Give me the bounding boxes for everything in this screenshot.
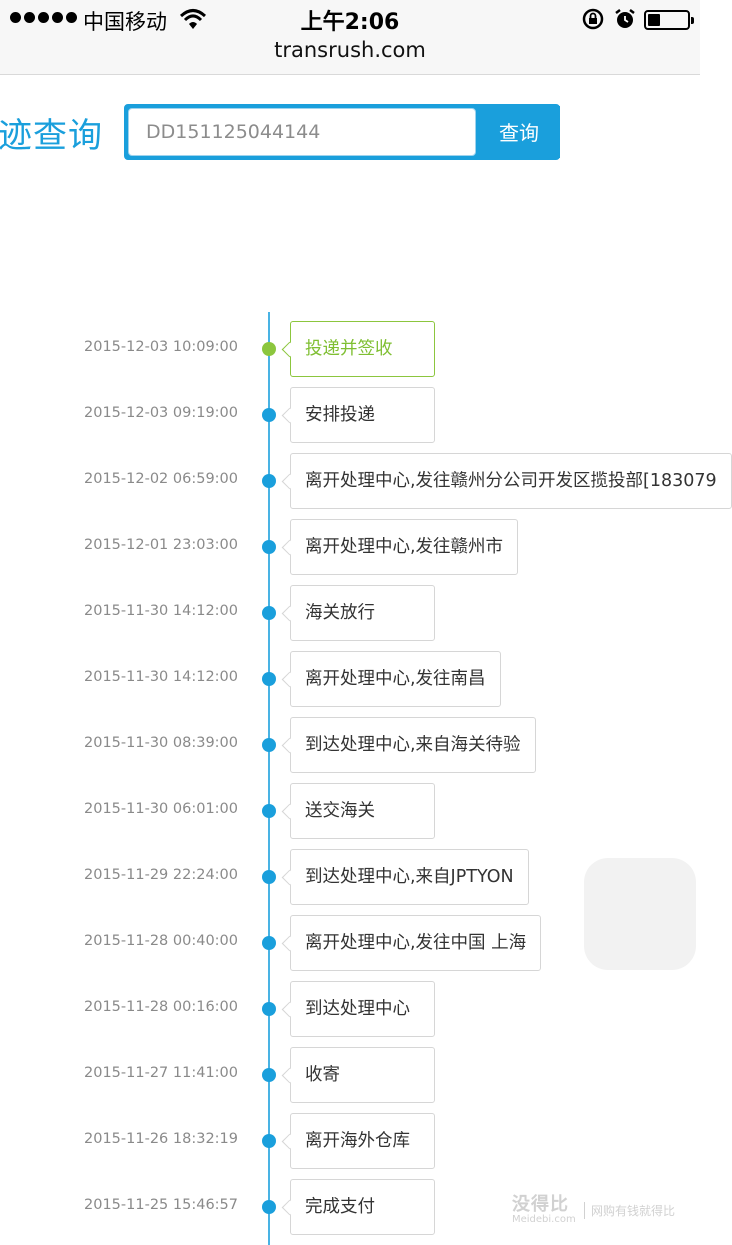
timeline-event-card: 海关放行 bbox=[290, 585, 435, 641]
timeline-item: 2015-11-28 00:40:00 离开处理中心,发往中国 上海 bbox=[0, 915, 700, 973]
timeline-event-card: 完成支付 bbox=[290, 1179, 435, 1235]
watermark-brand: 没得比 bbox=[512, 1194, 569, 1215]
timeline-timestamp: 2015-11-30 14:12:00 bbox=[84, 603, 238, 619]
timeline-event-card: 安排投递 bbox=[290, 387, 435, 443]
search-bar: 查询 bbox=[124, 104, 560, 160]
rotation-lock-icon bbox=[582, 8, 604, 30]
timeline-timestamp: 2015-12-02 06:59:00 bbox=[84, 471, 238, 487]
browser-chrome: 中国移动 上午2:06 transrush.com bbox=[0, 0, 700, 75]
timeline-event-card: 到达处理中心,来自海关待验 bbox=[290, 717, 536, 773]
timeline-timestamp: 2015-12-01 23:03:00 bbox=[84, 537, 238, 553]
timeline-dot-icon bbox=[262, 606, 276, 620]
watermark: 没得比 Meidebi.com 网购有钱就得比 bbox=[512, 1190, 675, 1225]
alarm-icon bbox=[615, 9, 635, 28]
timeline-item: 2015-11-25 15:46:57 完成支付 bbox=[0, 1179, 700, 1237]
timeline-dot-icon bbox=[262, 1134, 276, 1148]
timeline-item: 2015-11-27 11:41:00 收寄 bbox=[0, 1047, 700, 1105]
timeline-item: 2015-11-30 14:12:00 海关放行 bbox=[0, 585, 700, 643]
status-bar: 中国移动 上午2:06 bbox=[0, 0, 700, 38]
timeline-event-card: 离开处理中心,发往南昌 bbox=[290, 651, 501, 707]
timeline-line bbox=[268, 312, 270, 1245]
timeline-dot-icon bbox=[262, 1200, 276, 1214]
timeline-dot-icon bbox=[262, 672, 276, 686]
timeline-event-card: 投递并签收 bbox=[290, 321, 435, 377]
watermark-slogan: 网购有钱就得比 bbox=[584, 1202, 675, 1219]
timeline-item: 2015-12-03 10:09:00 投递并签收 bbox=[0, 321, 700, 379]
timeline-event-card: 收寄 bbox=[290, 1047, 435, 1103]
timeline-dot-icon bbox=[262, 1002, 276, 1016]
timeline-dot-icon bbox=[262, 408, 276, 422]
timeline-event-card: 离开处理中心,发往赣州市 bbox=[290, 519, 519, 575]
timeline-timestamp: 2015-12-03 10:09:00 bbox=[84, 339, 238, 355]
timeline-timestamp: 2015-11-25 15:46:57 bbox=[84, 1197, 238, 1213]
battery-icon bbox=[644, 10, 694, 30]
signal-strength-icon bbox=[10, 12, 77, 23]
timeline-event-card: 离开海外仓库 bbox=[290, 1113, 435, 1169]
timeline-timestamp: 2015-11-27 11:41:00 bbox=[84, 1065, 238, 1081]
timeline-event-card: 离开处理中心,发往中国 上海 bbox=[290, 915, 542, 971]
timeline-timestamp: 2015-11-26 18:32:19 bbox=[84, 1131, 238, 1147]
watermark-domain: Meidebi.com bbox=[512, 1214, 576, 1225]
search-button[interactable]: 查询 bbox=[478, 106, 560, 158]
timeline-timestamp: 2015-11-30 14:12:00 bbox=[84, 669, 238, 685]
timeline-item: 2015-11-28 00:16:00 到达处理中心 bbox=[0, 981, 700, 1039]
timeline-timestamp: 2015-11-28 00:40:00 bbox=[84, 933, 238, 949]
assistive-touch-button[interactable] bbox=[584, 858, 696, 970]
timeline-timestamp: 2015-11-30 08:39:00 bbox=[84, 735, 238, 751]
timeline-timestamp: 2015-11-28 00:16:00 bbox=[84, 999, 238, 1015]
timeline-event-card: 到达处理中心,来自JPTYON bbox=[290, 849, 529, 905]
timeline-timestamp: 2015-12-03 09:19:00 bbox=[84, 405, 238, 421]
timeline-dot-icon bbox=[262, 474, 276, 488]
timeline-dot-icon bbox=[262, 804, 276, 818]
timeline-timestamp: 2015-11-30 06:01:00 bbox=[84, 801, 238, 817]
timeline-item: 2015-12-02 06:59:00 离开处理中心,发往赣州分公司开发区揽投部[… bbox=[0, 453, 732, 511]
timeline-event-card: 到达处理中心 bbox=[290, 981, 435, 1037]
wifi-icon bbox=[179, 9, 207, 29]
timeline-item: 2015-12-01 23:03:00 离开处理中心,发往赣州市 bbox=[0, 519, 700, 577]
clock: 上午2:06 bbox=[300, 10, 400, 35]
timeline-item: 2015-11-30 08:39:00 到达处理中心,来自海关待验 bbox=[0, 717, 700, 775]
timeline-dot-icon bbox=[262, 342, 276, 356]
tracking-number-input[interactable] bbox=[128, 108, 476, 156]
timeline-dot-icon bbox=[262, 1068, 276, 1082]
timeline-item: 2015-11-30 14:12:00 离开处理中心,发往南昌 bbox=[0, 651, 700, 709]
carrier-name: 中国移动 bbox=[83, 10, 167, 34]
timeline-dot-icon bbox=[262, 540, 276, 554]
timeline-item: 2015-11-30 06:01:00 送交海关 bbox=[0, 783, 700, 841]
url-bar[interactable]: transrush.com bbox=[274, 38, 426, 62]
timeline-dot-icon bbox=[262, 870, 276, 884]
timeline-item: 2015-11-26 18:32:19 离开海外仓库 bbox=[0, 1113, 700, 1171]
timeline-dot-icon bbox=[262, 936, 276, 950]
timeline-item: 2015-12-03 09:19:00 安排投递 bbox=[0, 387, 700, 445]
timeline-dot-icon bbox=[262, 738, 276, 752]
timeline-item: 2015-11-29 22:24:00 到达处理中心,来自JPTYON bbox=[0, 849, 700, 907]
timeline-event-card: 离开处理中心,发往赣州分公司开发区揽投部[183079 bbox=[290, 453, 732, 509]
timeline-event-card: 送交海关 bbox=[290, 783, 435, 839]
timeline-timestamp: 2015-11-29 22:24:00 bbox=[84, 867, 238, 883]
page-title: 迹查询 bbox=[0, 116, 103, 156]
